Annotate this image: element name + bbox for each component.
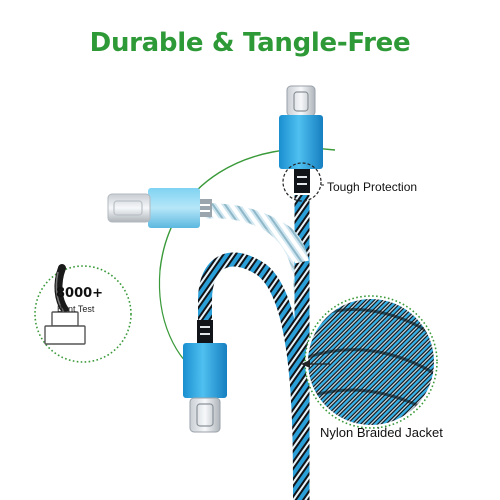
usb-c-connector-top: [279, 85, 323, 193]
tough-protection-label: Tough Protection: [327, 180, 418, 194]
bent-test-badge: [34, 264, 132, 363]
braided-cable-loop: [198, 252, 307, 500]
usb-c-connector-bottom: [183, 320, 227, 433]
bent-test-label: Bent Test: [57, 304, 95, 314]
headline: Durable & Tangle-Free: [89, 28, 411, 58]
arrow-head: [301, 360, 310, 368]
magnifier-circle: [304, 295, 438, 429]
bent-test-count: 8000+: [56, 286, 104, 301]
strain-relief-highlight: [282, 162, 322, 202]
usb-c-connector-bent: [107, 188, 309, 264]
nylon-jacket-label: Nylon Braided Jacket: [320, 425, 443, 440]
